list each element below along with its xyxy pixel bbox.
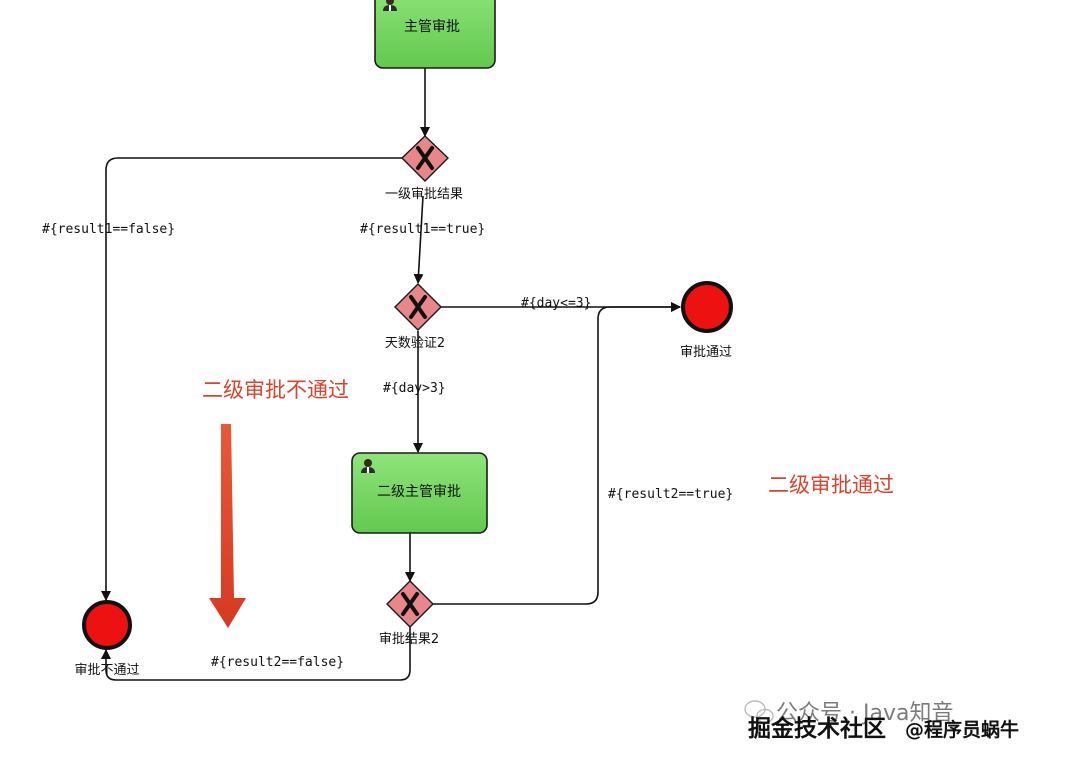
task-supervisor-approval[interactable]: 主管审批	[374, 0, 496, 69]
watermark-author: @程序员蜗牛	[905, 718, 1019, 741]
condition-day-le-3: #{day<=3}	[521, 296, 591, 311]
condition-result1-false: #{result1==false}	[42, 222, 175, 237]
annotation-second-reject: 二级审批不通过	[202, 378, 349, 402]
sequence-flows	[101, 68, 681, 681]
gateway-first-result-label: 一级审批结果	[385, 187, 463, 202]
wechat-icon	[744, 700, 774, 724]
flow-result2-true[interactable]	[432, 302, 681, 605]
gateway-second-result[interactable]	[386, 580, 434, 628]
watermark-juejin: 掘金技术社区	[748, 715, 886, 742]
flow-result2-false[interactable]	[101, 626, 411, 681]
red-down-arrow-icon	[209, 424, 246, 628]
watermark: 公众号 · Java知音	[744, 700, 953, 726]
gateway-day-check-label: 天数验证2	[385, 335, 445, 351]
condition-day-gt-3: #{day>3}	[383, 381, 446, 396]
gateway-day-check[interactable]	[394, 283, 442, 331]
gateway-first-result[interactable]	[400, 135, 450, 182]
user-icon	[383, 0, 397, 11]
watermark-wechat: 公众号 · Java知音	[776, 701, 953, 726]
condition-result2-true: #{result2==true}	[608, 487, 733, 502]
gateway-second-result-label: 审批结果2	[379, 632, 439, 647]
end-event-approved-label: 审批通过	[680, 345, 732, 360]
task-label: 主管审批	[404, 19, 460, 35]
exclusive-x-icon	[416, 146, 434, 170]
flow-result1-false[interactable]	[101, 157, 403, 601]
task-label: 二级主管审批	[377, 484, 461, 500]
user-icon	[361, 459, 375, 473]
end-event-approved[interactable]	[681, 281, 733, 333]
task-second-supervisor-approval[interactable]: 二级主管审批	[351, 452, 488, 534]
condition-result2-false: #{result2==false}	[211, 655, 344, 670]
flow-result1-true[interactable]	[413, 195, 424, 284]
annotation-second-pass: 二级审批通过	[768, 473, 894, 497]
exclusive-x-icon	[409, 295, 427, 319]
end-event-rejected[interactable]	[82, 600, 132, 650]
exclusive-x-icon	[401, 592, 419, 616]
end-event-rejected-label: 审批不通过	[74, 663, 139, 678]
condition-result1-true: #{result1==true}	[360, 222, 485, 237]
